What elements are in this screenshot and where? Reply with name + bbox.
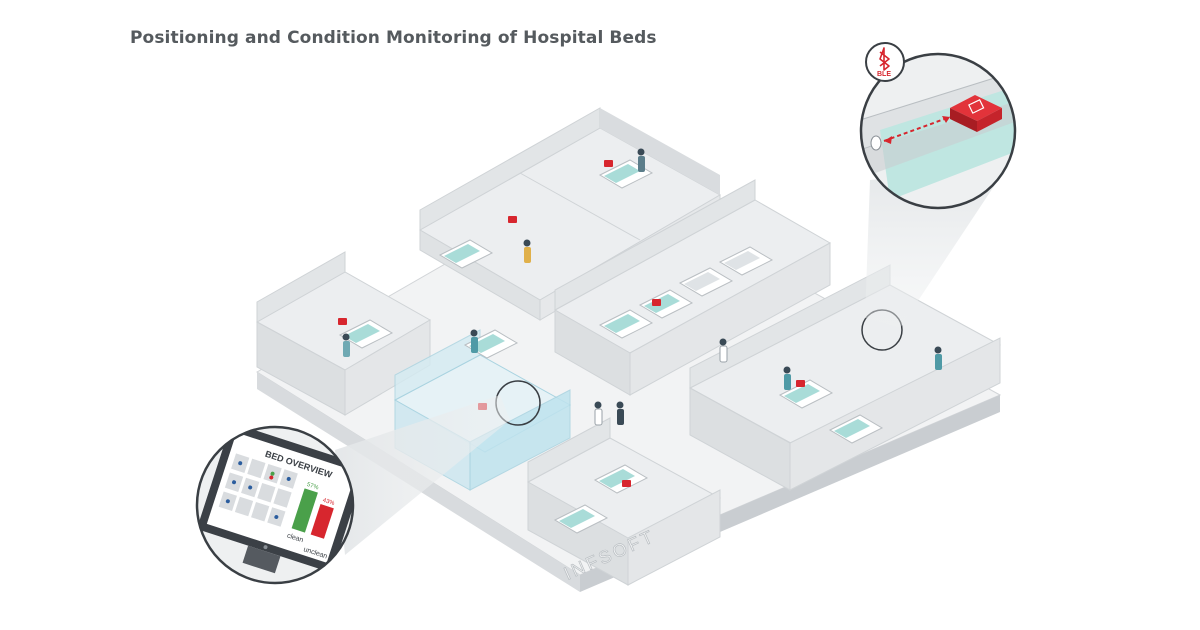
bed [828,414,884,444]
ble-label: BLE [877,71,891,78]
bed [438,239,494,269]
person [616,401,624,425]
person [342,333,350,357]
person [783,366,791,390]
ble-badge: BLE [865,42,905,82]
bed [553,504,609,534]
power-button-icon [263,545,268,550]
ble-tag [508,216,517,223]
ble-signal-line [883,116,951,142]
ble-tag [652,299,661,306]
zoom-beam-monitor [335,395,510,555]
page-title: Positioning and Condition Monitoring of … [130,28,657,48]
clean-value: 57% [306,482,320,492]
bed [638,289,694,319]
person [934,346,942,370]
ble-tag [338,318,347,325]
bed [718,246,774,276]
person [594,401,603,426]
hospital-beds [338,159,884,534]
person [637,148,645,172]
ble-tag [604,160,613,167]
monitor-stand [242,545,281,574]
zoom-beam-ble [865,165,1008,328]
ble-tag-device [950,95,1002,132]
bluetooth-icon [879,47,890,71]
bed [678,267,734,297]
monitor-zoom-inset: BED OVERVIEW 57% 43% clean [195,425,355,585]
unclean-bar [310,504,334,539]
person [523,239,531,263]
room-patient-bottom [526,417,722,586]
beacon-reader [870,135,882,151]
bed-status-grid [218,453,298,527]
staff-figures [342,148,942,426]
clean-label: clean [286,532,304,544]
person [470,329,478,353]
clean-bar [291,488,318,533]
unclean-value: 43% [322,498,336,508]
bed [593,464,649,494]
ble-tag [796,380,805,387]
person [719,338,728,363]
bed [338,319,394,349]
ble-tag [622,480,631,487]
bed [598,309,654,339]
room-ward-right [688,264,1002,491]
